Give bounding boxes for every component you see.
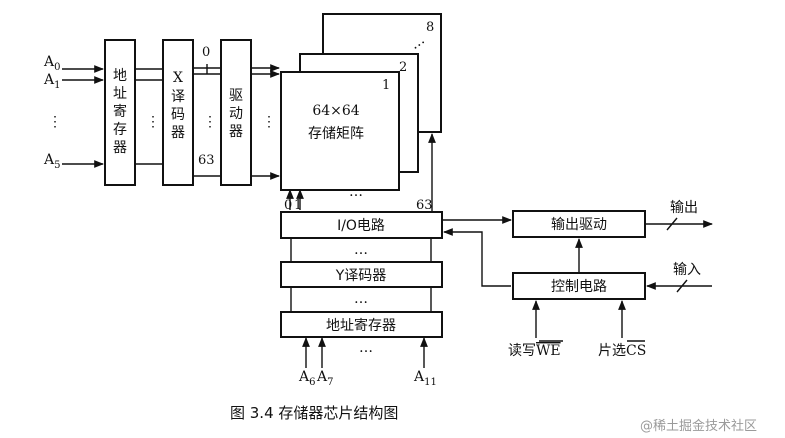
figure-caption: 图 3.4 存储器芯片结构图 [230,404,398,422]
address-register-bottom-label: 地址寄存器 [326,317,396,334]
output-label: 输出 [670,200,698,216]
decoder-to-driver-ellipsis: ⋮ [203,114,217,130]
matrix-subtitle: 存储矩阵 [308,126,364,142]
io-label-63: 63 [416,198,433,213]
input-a6-label: A6 [298,369,316,388]
control-to-io-arrow [443,228,511,287]
y-decoder [280,261,443,288]
io-y-ellipsis: … [354,242,368,258]
input-a1-label: A1 [43,72,61,91]
io-label-1: 1 [294,198,302,213]
x-decoder-c1: 译 [171,89,185,105]
io-circuit-label: I/O电路 [337,218,385,234]
x-decoder-c2: 码 [171,107,185,123]
control-circuit [512,272,646,300]
driver-label: 驱动器 [229,88,243,140]
plane-label-2: 2 [399,60,407,75]
plane-label-8: 8 [426,20,434,35]
bottom-input-ellipsis: … [359,340,373,356]
x-decoder-x: X [173,70,183,86]
x-decoder-out-0: 0 [202,45,210,60]
input-a7-label: A7 [316,369,334,388]
x-decoder-out-63: 63 [198,153,215,168]
address-register-left-label: 地址寄存器 [113,68,127,156]
y-addr-ellipsis: … [354,291,368,307]
driver-to-matrix-ellipsis: ⋮ [262,114,276,130]
watermark: @稀土掘金技术社区 [640,418,757,434]
output-driver-label: 输出驱动 [551,217,607,233]
io-matrix-ellipsis: … [349,184,363,200]
chip-select-label: 片选CS [598,343,646,359]
input-label: 输入 [673,262,701,278]
input-ellipsis-left: ⋮ [48,114,62,130]
address-register-left [104,39,136,186]
control-circuit-label: 控制电路 [551,279,607,295]
address-register-bottom [280,311,443,338]
plane-label-1: 1 [382,78,390,93]
y-decoder-label: Y译码器 [335,268,387,284]
matrix-title: 64×64 [312,103,359,119]
input-bus-slash [676,279,688,293]
x-decoder-c3: 器 [171,125,185,141]
read-write-label: 读写WE [508,342,561,359]
input-a0-label: A0 [43,54,61,73]
matrix-plane-1 [280,71,400,191]
x-decoder [162,39,194,186]
driver [220,39,252,186]
reg-to-decoder-ellipsis: ⋮ [146,114,160,130]
left-address-inputs: A0 A1 ⋮ A5 [43,54,104,171]
input-a11-label: A11 [413,369,437,388]
input-a5-label: A5 [43,152,61,171]
io-label-0: 0 [284,198,292,213]
output-bus-slash [666,217,678,231]
io-circuit [280,211,443,239]
